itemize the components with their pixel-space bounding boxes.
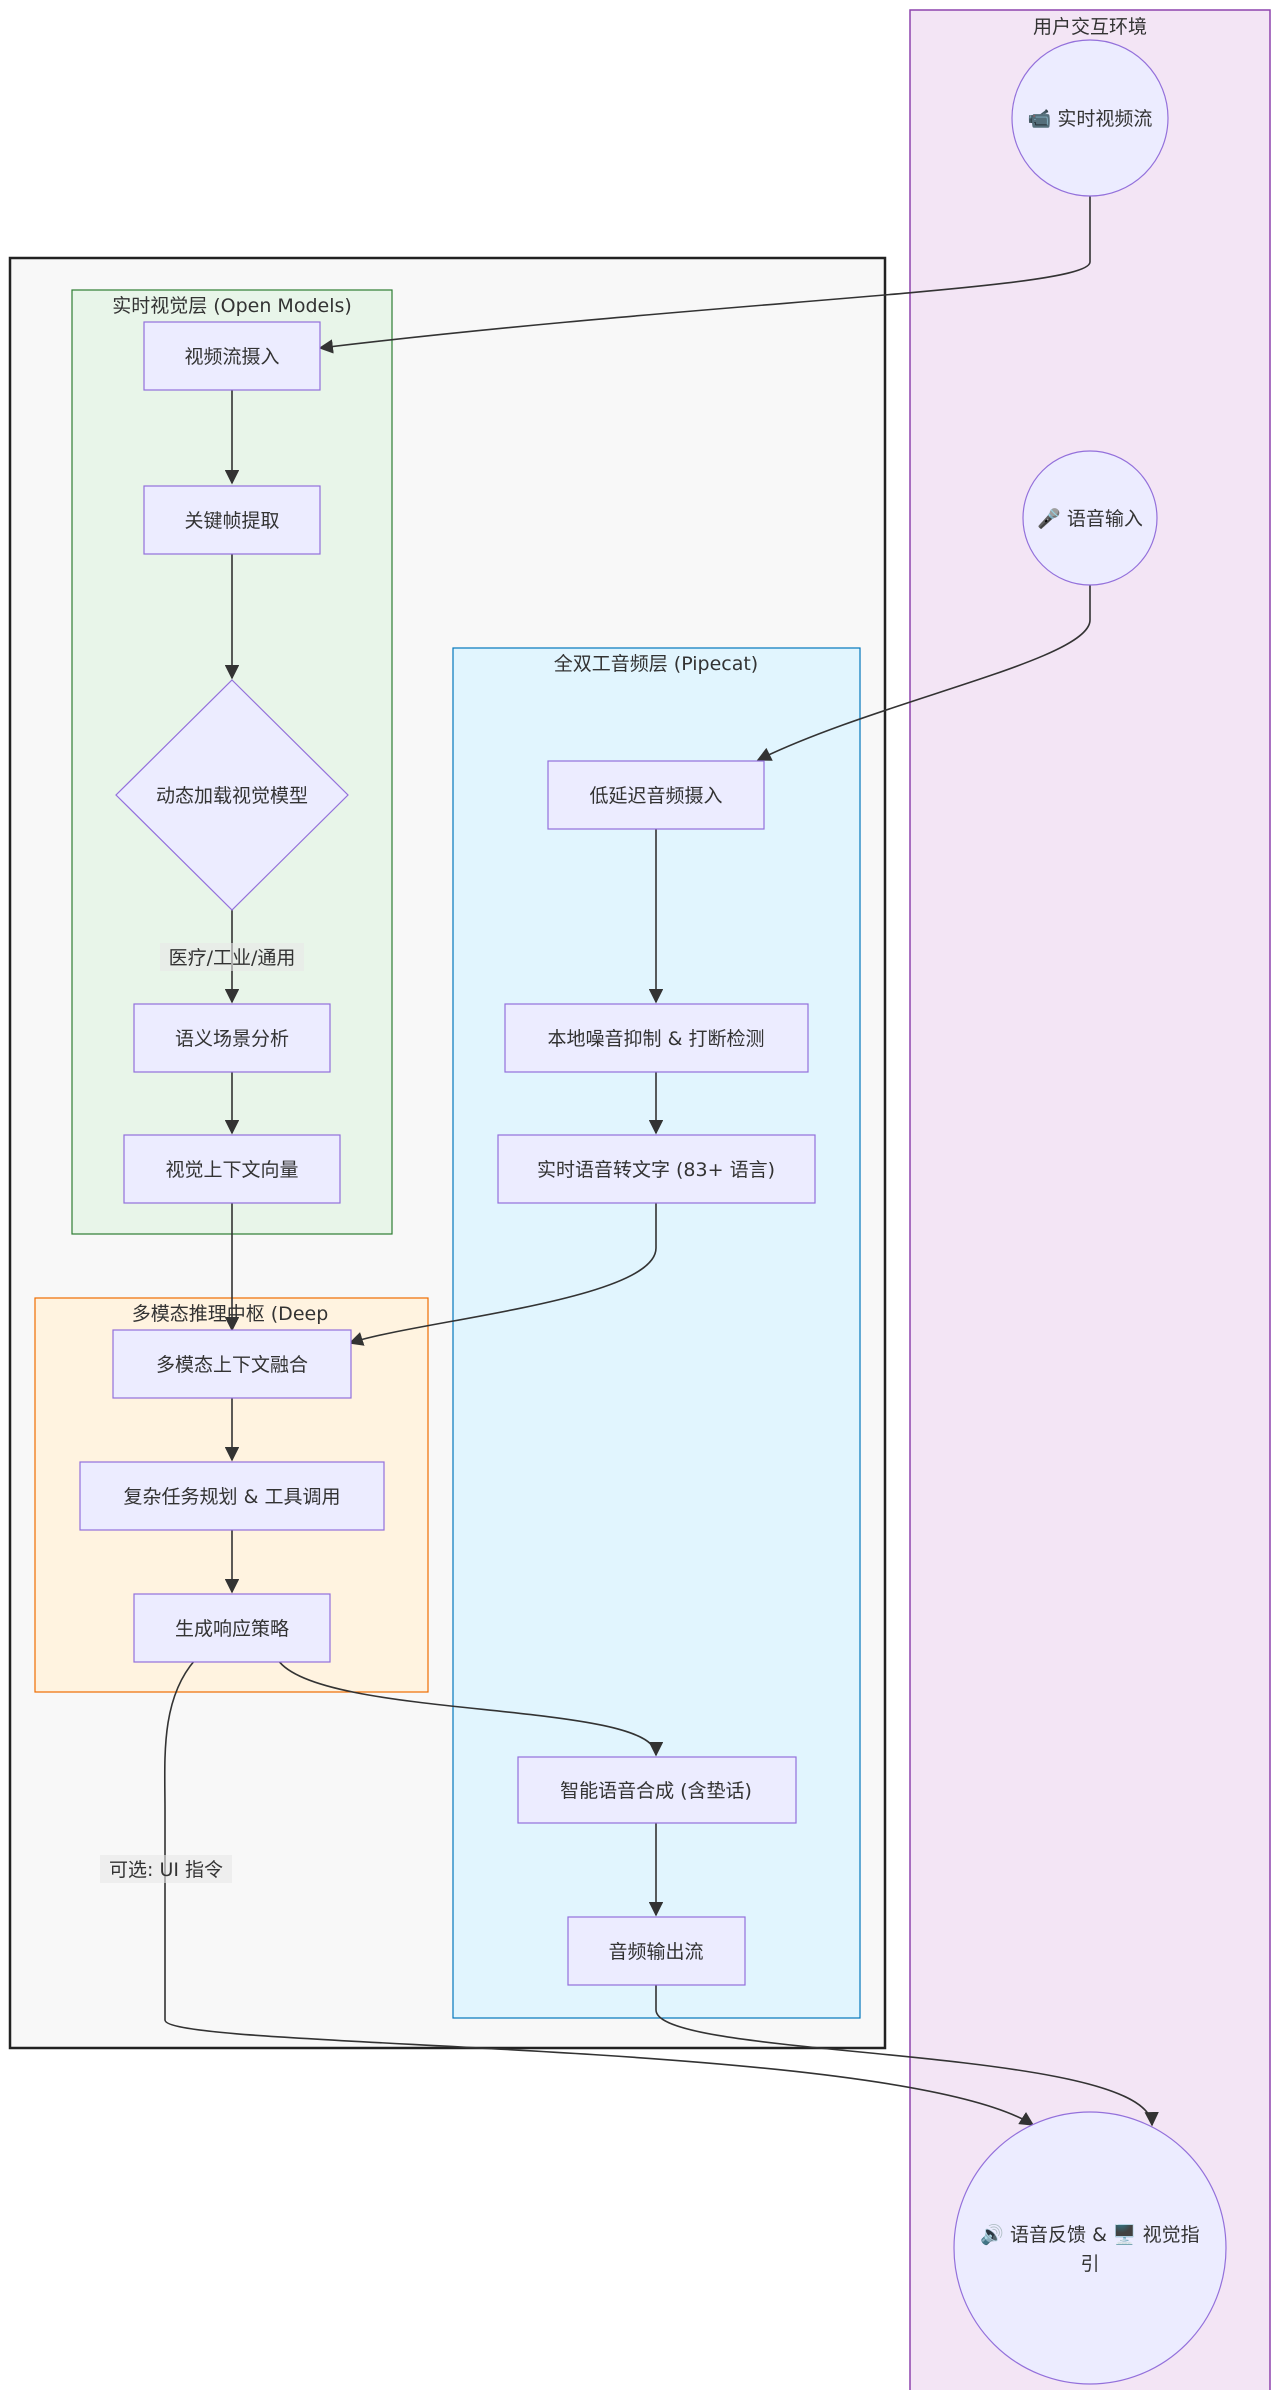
node-video-stream: 📹 实时视频流 [1011, 39, 1169, 197]
edge-strategy-to-output [163, 1659, 1035, 2126]
edge-voice-to-audio [756, 585, 1091, 761]
edges [163, 196, 1159, 2127]
node-keyframe-label: 关键帧提取 [184, 510, 279, 532]
node-dynamic-model-label: 动态加载视觉模型 [156, 785, 308, 807]
node-audio-out: 音频输出流 [567, 1916, 746, 1986]
node-stt: 实时语音转文字 (83+ 语言) [497, 1134, 816, 1204]
node-semantic-scene-label: 语义场景分析 [175, 1028, 289, 1050]
node-planning: 复杂任务规划 & 工具调用 [79, 1461, 385, 1531]
node-semantic-scene: 语义场景分析 [133, 1003, 331, 1073]
reasoning-cluster-title: 多模态推理中枢 (Deep [132, 1303, 329, 1325]
user-env-cluster [909, 9, 1271, 2390]
node-strategy: 生成响应策略 [133, 1593, 331, 1663]
audio-cluster-title: 全双工音频层 (Pipecat) [554, 653, 758, 675]
node-video-ingest-label: 视频流摄入 [184, 346, 279, 368]
node-stt-label: 实时语音转文字 (83+ 语言) [537, 1159, 775, 1181]
edge-strategy-to-tts [277, 1659, 664, 1757]
edge-stt-to-fusion [348, 1203, 657, 1346]
node-output-label-1: 🔊 语音反馈 & 🖥️ 视觉指 [980, 2223, 1199, 2246]
node-visual-context: 视觉上下文向量 [123, 1134, 341, 1204]
node-dynamic-model: 动态加载视觉模型 [115, 679, 349, 911]
node-noise-suppress-label: 本地噪音抑制 & 打断检测 [548, 1028, 765, 1050]
node-voice-input: 🎤 语音输入 [1022, 450, 1158, 586]
node-output: 🔊 语音反馈 & 🖥️ 视觉指 引 [953, 2111, 1227, 2385]
node-planning-label: 复杂任务规划 & 工具调用 [124, 1486, 341, 1508]
node-audio-ingest-label: 低延迟音频摄入 [589, 785, 722, 807]
edge-label-ui-bg [100, 1855, 232, 1883]
node-strategy-label: 生成响应策略 [175, 1618, 289, 1640]
user-env-title: 用户交互环境 [1033, 16, 1147, 38]
node-tts-label: 智能语音合成 (含垫话) [560, 1780, 752, 1802]
node-video-stream-label: 📹 实时视频流 [1028, 108, 1153, 130]
vision-cluster-title: 实时视觉层 (Open Models) [112, 295, 352, 317]
node-fusion: 多模态上下文融合 [112, 1329, 352, 1399]
node-video-ingest: 视频流摄入 [143, 321, 321, 391]
edge-audioout-to-output [655, 1985, 1159, 2127]
node-tts: 智能语音合成 (含垫话) [517, 1756, 797, 1824]
node-voice-input-label: 🎤 语音输入 [1037, 507, 1143, 530]
edge-label-domains-bg [160, 943, 304, 971]
node-visual-context-label: 视觉上下文向量 [165, 1159, 298, 1181]
edge-label-domains: 医疗/工业/通用 [169, 947, 296, 969]
node-audio-ingest: 低延迟音频摄入 [547, 760, 765, 830]
node-output-label-2: 引 [1080, 2253, 1099, 2275]
node-fusion-label: 多模态上下文融合 [156, 1354, 308, 1376]
node-noise-suppress: 本地噪音抑制 & 打断检测 [504, 1003, 809, 1073]
edge-video-to-ingest [318, 196, 1091, 354]
node-keyframe: 关键帧提取 [143, 485, 321, 555]
node-audio-out-label: 音频输出流 [608, 1941, 703, 1963]
edge-label-ui-optional: 可选: UI 指令 [109, 1859, 223, 1881]
